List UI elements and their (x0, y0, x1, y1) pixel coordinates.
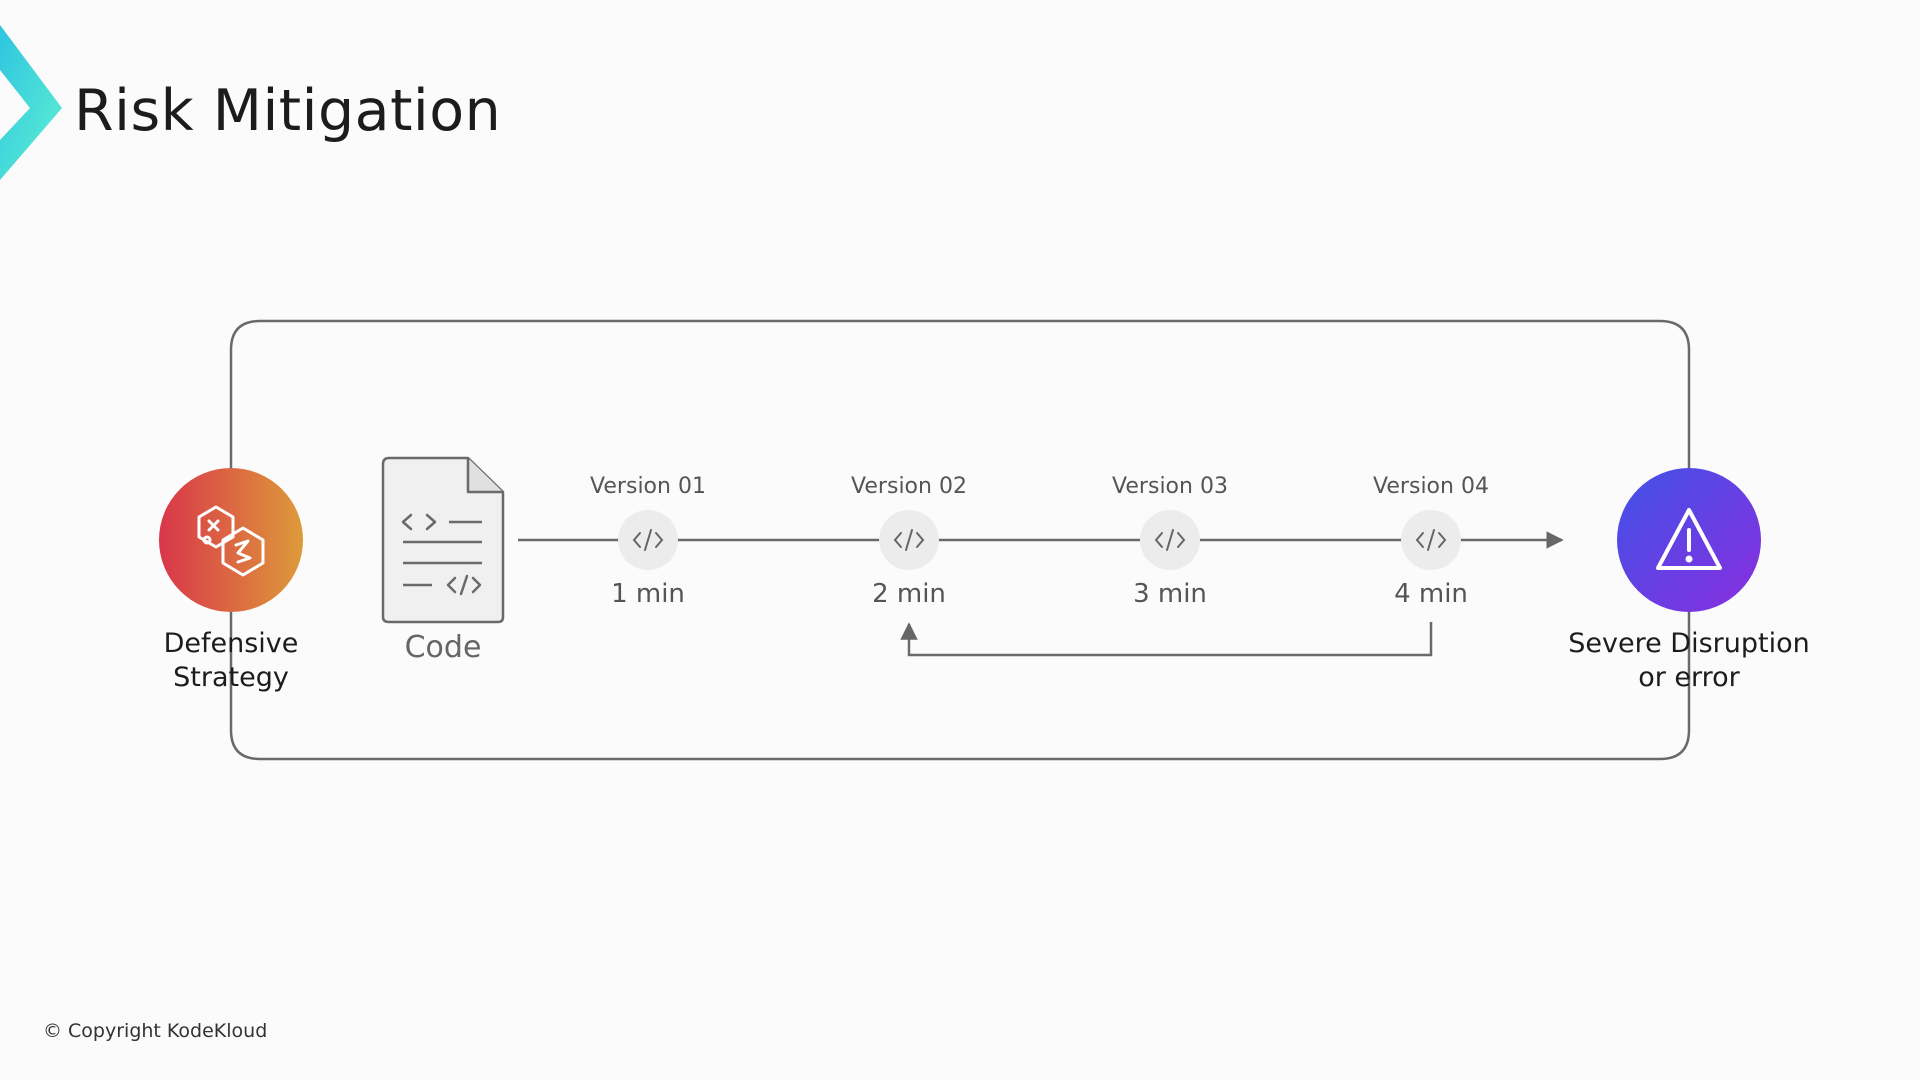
version-node-01 (618, 510, 678, 570)
rollback-arrow (900, 622, 1433, 657)
version-node-04 (1401, 510, 1461, 570)
code-tag-icon (893, 529, 925, 551)
warning-triangle-icon (1656, 508, 1722, 570)
time-label-04: 4 min (1394, 579, 1468, 609)
defensive-strategy-line-2: Strategy (173, 662, 289, 693)
defensive-strategy-line-1: Defensive (163, 628, 299, 659)
time-label-01: 1 min (611, 579, 685, 609)
severe-disruption-line-1: Severe Disruption (1568, 628, 1810, 659)
version-label-03: Version 03 (1112, 474, 1228, 499)
version-node-03 (1140, 510, 1200, 570)
defensive-strategy-label: Defensive Strategy (164, 627, 299, 695)
defensive-strategy-node (159, 468, 303, 612)
version-node-02 (879, 510, 939, 570)
page-title: Risk Mitigation (74, 78, 502, 144)
copyright-notice: © Copyright KodeKloud (43, 1020, 268, 1042)
loop-frame-bottom (229, 612, 1691, 761)
time-label-03: 3 min (1133, 579, 1207, 609)
code-label: Code (404, 630, 482, 665)
strategy-hexagons-icon (197, 505, 265, 577)
version-label-04: Version 04 (1373, 474, 1489, 499)
severe-disruption-label: Severe Disruption or error (1568, 627, 1809, 695)
time-label-02: 2 min (872, 579, 946, 609)
severe-disruption-line-2: or error (1638, 662, 1740, 693)
version-label-02: Version 02 (851, 474, 967, 499)
code-tag-icon (1154, 529, 1186, 551)
code-tag-icon (632, 529, 664, 551)
loop-frame-top (229, 319, 1691, 469)
brand-chevron-icon (0, 25, 62, 180)
code-file-icon (381, 456, 505, 624)
version-label-01: Version 01 (590, 474, 706, 499)
severe-disruption-node (1617, 468, 1761, 612)
code-tag-icon (1415, 529, 1447, 551)
